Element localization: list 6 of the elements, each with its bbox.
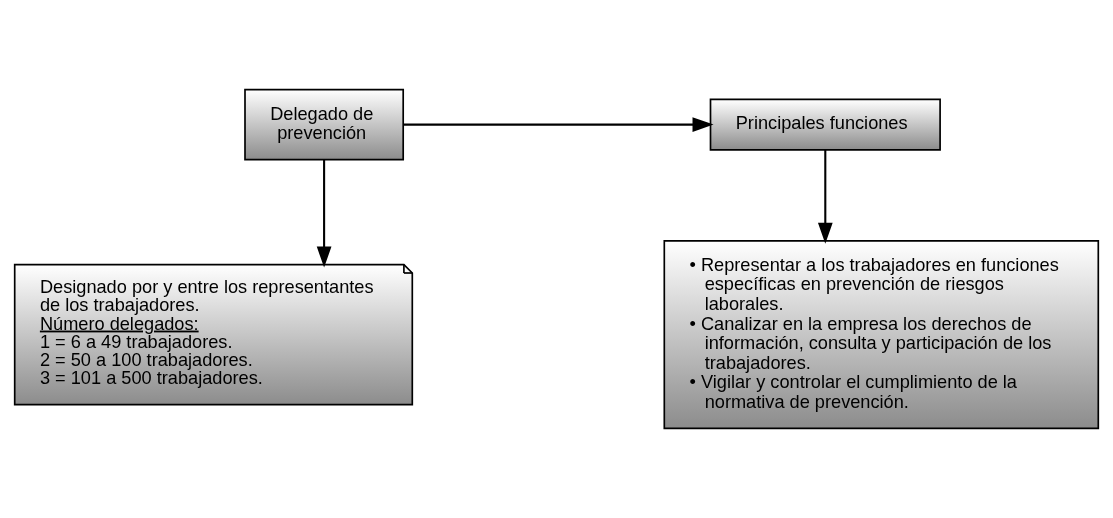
node-box: • Representar a los trabajadores en funciones específicas en prevención de riesgos laborales. • Canalizar en la empresa los derechos de información, consulta y participación de los trabajadores. • Vigilar y controlar el cumplimiento de la normativa de prevención. (663, 239, 1100, 430)
arrow (316, 159, 332, 268)
node-box: Delegado de prevención (244, 88, 405, 161)
arrow (817, 149, 833, 244)
arrow (403, 117, 714, 132)
node-box: Principales funciones (709, 98, 941, 151)
